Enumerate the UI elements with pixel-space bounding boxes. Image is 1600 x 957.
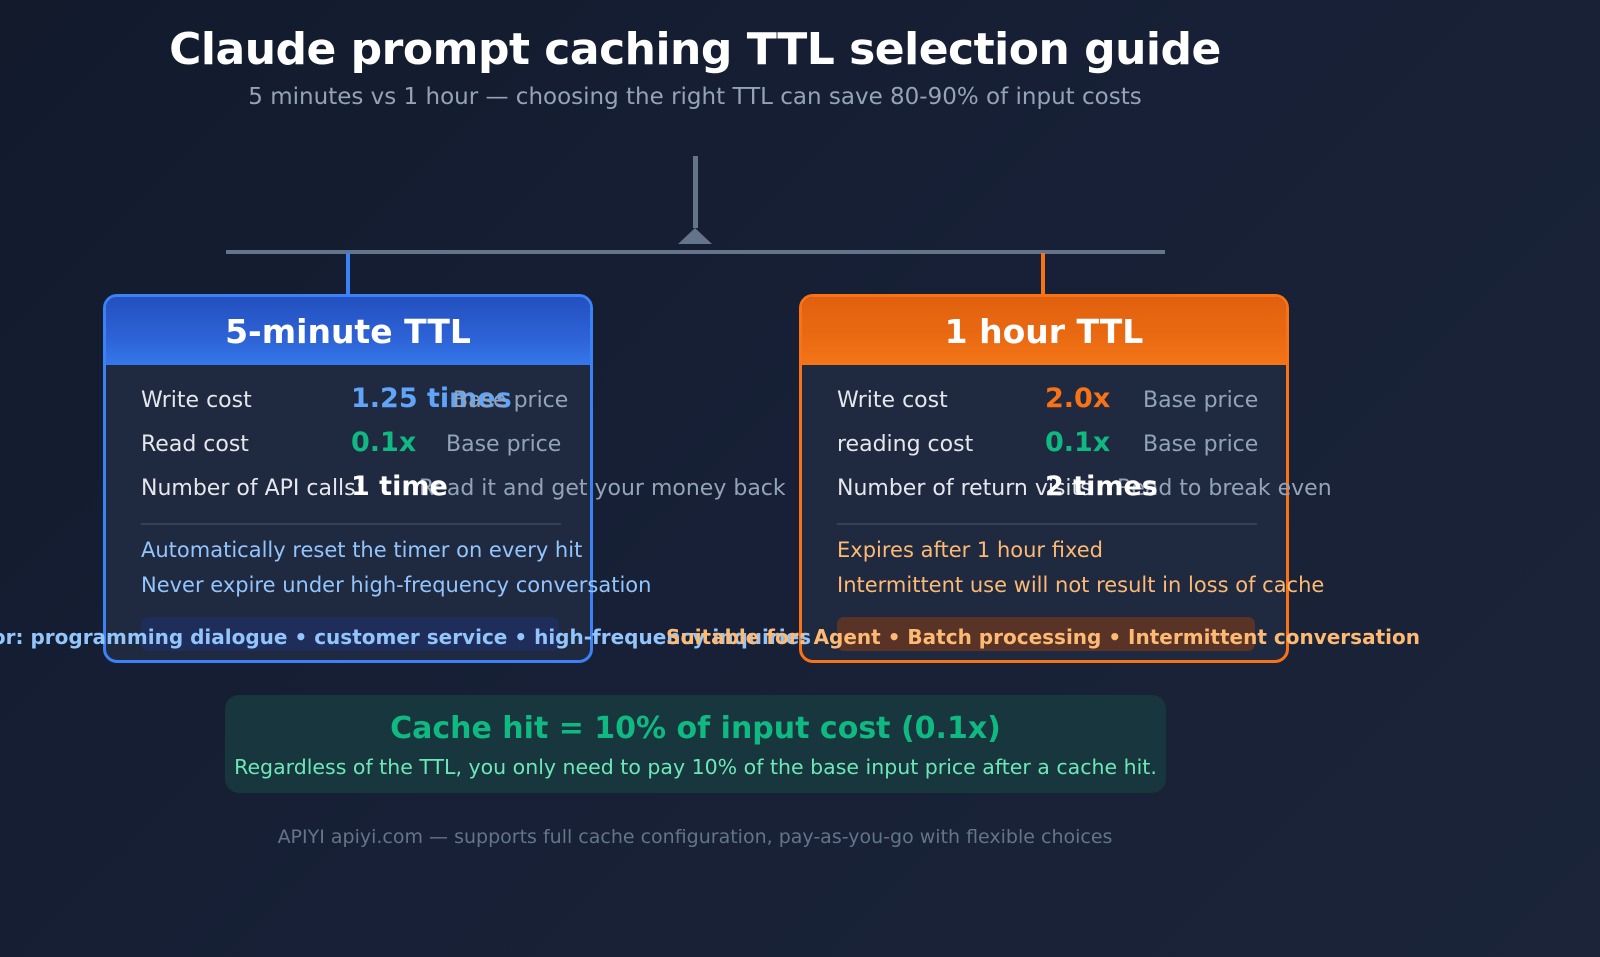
api-calls-unit: Read it and get your money back xyxy=(419,476,786,501)
suitable-pill xyxy=(837,617,1255,651)
suitable-text: Suitable for: programming dialogue • cus… xyxy=(0,625,812,649)
write-cost-label: Write cost xyxy=(141,388,252,413)
reading-cost-unit: Base price xyxy=(1143,432,1259,457)
cache-hit-subtitle: Regardless of the TTL, you only need to … xyxy=(234,755,1157,779)
connector-right xyxy=(1041,253,1045,295)
card-divider xyxy=(141,523,561,525)
write-cost-label: Write cost xyxy=(837,388,948,413)
return-visits-label: Number of return visits xyxy=(837,476,1092,501)
footer-text: APIYI apiyi.com — supports full cache co… xyxy=(277,826,1113,848)
read-cost-label: Read cost xyxy=(141,432,249,457)
page-subtitle: 5 minutes vs 1 hour — choosing the right… xyxy=(248,84,1142,110)
card-5-minute-ttl: 5-minute TTL Write cost 1.25 times Base … xyxy=(103,294,786,663)
write-cost-value: 2.0x xyxy=(1045,383,1111,414)
page-title: Claude prompt caching TTL selection guid… xyxy=(169,24,1221,75)
suitable-pill xyxy=(141,617,559,651)
read-cost-unit: Base price xyxy=(446,432,562,457)
suitable-text: Suitable for: Agent • Batch processing •… xyxy=(666,625,1420,649)
suitable-text-wrap-1hr: Suitable for: Agent • Batch processing •… xyxy=(666,620,1420,654)
cache-hit-box xyxy=(225,695,1166,793)
note-1: Expires after 1 hour fixed xyxy=(837,538,1103,562)
note-2: Never expire under high-frequency conver… xyxy=(141,573,652,597)
card-header: 1 hour TTL xyxy=(802,297,1286,365)
connector-bar xyxy=(226,250,1165,254)
write-cost-unit: Base price xyxy=(453,388,569,413)
cache-hit-title: Cache hit = 10% of input cost (0.1x) xyxy=(390,711,1001,746)
connector-left xyxy=(346,253,350,295)
arrow-up-icon xyxy=(678,228,712,244)
write-cost-value: 1.25 times xyxy=(351,383,512,414)
api-calls-label: Number of API calls: xyxy=(141,476,364,501)
card-divider xyxy=(837,523,1257,525)
reading-cost-label: reading cost xyxy=(837,432,974,457)
return-visits-value: 2 times xyxy=(1045,471,1158,502)
connector-stem xyxy=(693,156,698,228)
note-1: Automatically reset the timer on every h… xyxy=(141,538,583,562)
api-calls-value: 1 time xyxy=(351,471,448,502)
card-1-hour-ttl: 1 hour TTL Write cost 2.0x Base price re… xyxy=(799,294,1332,663)
return-visits-unit: Read to break even xyxy=(1117,476,1332,501)
suitable-text-wrap-5min: Suitable for: programming dialogue • cus… xyxy=(0,620,811,654)
read-cost-value: 0.1x xyxy=(351,427,417,458)
note-2: Intermittent use will not result in loss… xyxy=(837,573,1325,597)
write-cost-unit: Base price xyxy=(1143,388,1259,413)
card-header: 5-minute TTL xyxy=(106,297,590,365)
reading-cost-value: 0.1x xyxy=(1045,427,1111,458)
